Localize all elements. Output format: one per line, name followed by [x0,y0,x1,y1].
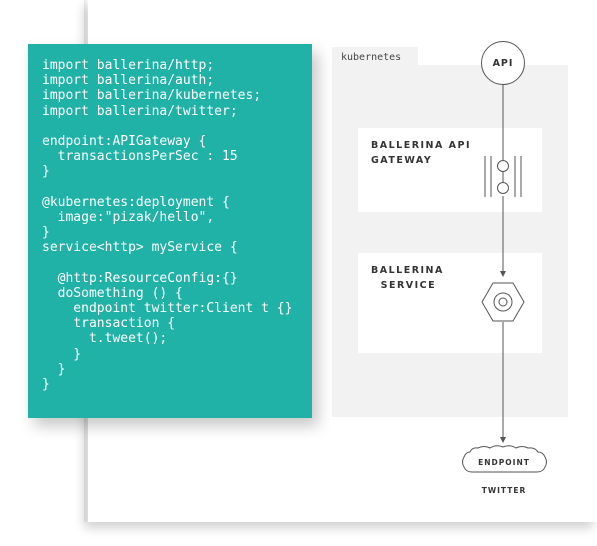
endpoint-label: ENDPOINT [478,458,530,467]
code-line: import ballerina/http; [42,58,215,73]
code-line: doSomething () { [42,285,183,301]
api-label: API [492,57,514,69]
gateway-icon [484,156,522,197]
code-line: service<http> myService { [42,240,238,256]
code-line: import ballerina/kubernetes; [42,88,262,104]
gateway-label: BALLERINA API GATEWAY [371,140,471,166]
code-line: transaction { [42,316,176,332]
code-line [42,255,312,270]
api-circle: API [481,41,525,85]
gateway-box [358,128,542,212]
code-line: @kubernetes:deployment { [42,194,230,210]
code-panel: import ballerina/http; import ballerina/… [28,44,312,418]
code-line: } [42,164,50,180]
code-line: } [42,346,82,362]
kubernetes-tab [332,47,418,67]
code-line: import ballerina/auth; [42,73,215,89]
kubernetes-cluster-area [332,65,568,417]
code-line: } [42,361,66,377]
code-line: } [42,376,50,392]
code-line [42,180,312,195]
service-label: BALLERINA SERVICE [371,265,444,291]
code-line: @http:ResourceConfig:{} [42,270,238,286]
code-line [42,119,312,134]
kubernetes-label: kubernetes [341,52,402,63]
code-line: endpoint twitter:Client t {} [42,301,293,316]
code-line: transactionsPerSec : 15 [42,149,238,165]
twitter-label: TWITTER [481,486,527,495]
service-hexagon-icon [481,282,525,322]
code-line: endpoint:APIGateway { [42,133,207,149]
code-line: t.tweet(); [42,331,168,347]
code-line: import ballerina/twitter; [42,103,238,119]
endpoint-cloud-icon [462,445,547,473]
code-line: } [42,225,50,241]
code-line: image:"pizak/hello", [42,209,215,225]
